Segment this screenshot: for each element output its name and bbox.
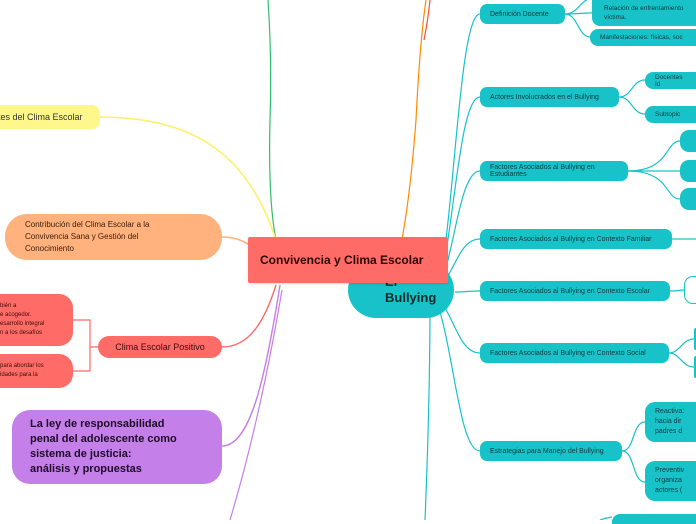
el-bullying-line2: Bullying xyxy=(385,290,437,305)
leaf-social-2[interactable] xyxy=(694,356,696,378)
node-clima-positivo[interactable]: Clima Escolar Positivo xyxy=(98,336,222,358)
node-ley-responsabilidad[interactable]: La ley de responsabilidad penal del adol… xyxy=(12,410,222,484)
leaf1-line1: bién a xyxy=(0,303,17,309)
leaf-relacion-line1: Relación de enfrentamiento xyxy=(604,5,684,12)
ley-line2: penal del adolescente como xyxy=(30,433,177,445)
node-clima-escolar-yellow-label: tes del Clima Escolar xyxy=(0,112,83,122)
connector-b0-top xyxy=(564,0,588,15)
leaf-reactiva-line2: hacia dir xyxy=(655,418,682,425)
node-positivo-leaf2[interactable]: para abordar los idades para la xyxy=(0,354,73,388)
connector-positivo-leaf1 xyxy=(73,319,98,348)
leaf-manifestaciones-label: Manifestaciones: físicas, soc xyxy=(600,34,683,41)
leaf-social-1[interactable] xyxy=(694,328,696,350)
connector-b6-reactiva xyxy=(621,421,646,452)
node-contribucion-line2: Convivencia Sana y Gestión del xyxy=(25,232,139,241)
branch-bottom-partial[interactable] xyxy=(612,514,696,524)
connector-b2-l1 xyxy=(627,140,681,172)
ley-line1: La ley de responsabilidad xyxy=(30,418,165,430)
leaf1-line3: esarrollo integral xyxy=(0,321,45,327)
leaf-estudiantes-2[interactable] xyxy=(680,160,696,182)
connector-b4-l1 xyxy=(669,289,685,292)
connector-purple xyxy=(221,284,281,447)
branch-actores-label: Actores Involucrados en el Bullying xyxy=(490,93,599,101)
leaf-preventiva-line2: organiza xyxy=(655,477,682,484)
leaf-relacion[interactable]: Relación de enfrentamiento víctima. xyxy=(592,0,696,26)
branch-factores-escolar-label: Factores Asociados al Bullying en Contex… xyxy=(490,287,650,295)
leaf1-line4: n a los desafíos xyxy=(0,330,43,336)
connector-teal-trunk xyxy=(424,299,431,520)
branch-estrategias[interactable]: Estrategias para Manejo del Bullying xyxy=(480,441,622,461)
connector-purple-bottom xyxy=(229,289,283,520)
branch-factores-familiar[interactable]: Factores Asociados al Bullying en Contex… xyxy=(480,229,672,249)
leaf-reactiva[interactable]: Reactiva: hacia dir padres d xyxy=(645,402,696,442)
branch-factores-estudiantes-label: Factores Asociados al Bullying en Estudi… xyxy=(490,164,595,178)
connector-b6-preventiva xyxy=(621,450,646,483)
ley-line3: sistema de justicia: xyxy=(30,448,132,460)
branch-definicion-docente-label: Definición Docente xyxy=(490,10,549,18)
leaf2-line1: para abordar los xyxy=(0,363,44,369)
node-convivencia-central[interactable]: Convivencia y Clima Escolar xyxy=(248,237,448,283)
branch-factores-familiar-label: Factores Asociados al Bullying en Contex… xyxy=(490,235,652,243)
leaf-reactiva-line1: Reactiva: xyxy=(655,408,685,415)
node-contribucion-line3: Conocimiento xyxy=(25,244,74,253)
leaf-estudiantes-3[interactable] xyxy=(680,188,696,210)
connector-green-top xyxy=(267,0,277,241)
node-clima-escolar-yellow[interactable]: tes del Clima Escolar xyxy=(0,105,100,129)
connector-b1-docentes xyxy=(618,79,646,98)
leaf-docentes[interactable]: Docentes Id xyxy=(645,72,696,89)
ley-line4: análisis y propuestas xyxy=(30,463,142,475)
branch-factores-escolar[interactable]: Factores Asociados al Bullying en Contex… xyxy=(480,281,670,301)
connector-orange-top-2 xyxy=(423,0,431,41)
node-contribucion[interactable]: Contribución del Clima Escolar a la Conv… xyxy=(5,214,222,260)
leaf-subtopic[interactable]: Subtopic xyxy=(645,106,696,123)
connector-b0-manif xyxy=(564,13,591,38)
leaf-manifestaciones[interactable]: Manifestaciones: físicas, soc xyxy=(590,29,696,46)
connector-positivo-leaf2 xyxy=(73,347,91,372)
leaf-relacion-line2: víctima. xyxy=(604,14,627,21)
branch-factores-estudiantes[interactable]: Factores Asociados al Bullying en Estudi… xyxy=(480,161,628,181)
leaf-docentes-label: Docentes Id xyxy=(655,73,683,88)
leaf-preventiva[interactable]: Preventiv organiza actores ( xyxy=(645,461,696,501)
leaf-escolar-1[interactable] xyxy=(684,276,696,304)
leaf1-line2: e acogedor. xyxy=(0,312,32,318)
node-positivo-leaf1[interactable]: bién a e acogedor. esarrollo integral n … xyxy=(0,294,73,346)
branch-actores[interactable]: Actores Involucrados en el Bullying xyxy=(480,87,619,107)
connector-salmon xyxy=(221,284,277,348)
node-clima-positivo-label: Clima Escolar Positivo xyxy=(115,342,205,352)
leaf-preventiva-line1: Preventiv xyxy=(655,467,685,474)
leaf-estudiantes-1[interactable] xyxy=(680,130,696,152)
leaf-reactiva-line3: padres d xyxy=(655,428,683,435)
connector-yellow xyxy=(99,116,277,241)
connector-orange-top xyxy=(399,0,427,251)
connector-b5-l2 xyxy=(668,352,695,368)
connector-b5-l1 xyxy=(668,338,695,354)
branch-estrategias-label: Estrategias para Manejo del Bullying xyxy=(490,447,604,455)
connector-b4 xyxy=(454,290,481,293)
central-title: Convivencia y Clima Escolar xyxy=(260,253,424,267)
node-contribucion-line1: Contribución del Clima Escolar a la xyxy=(25,220,150,229)
leaf-preventiva-line3: actores ( xyxy=(655,487,683,494)
branch-definicion-docente[interactable]: Definición Docente xyxy=(480,4,565,24)
leaf-subtopic-label: Subtopic xyxy=(655,111,681,118)
leaf2-line2: idades para la xyxy=(0,372,38,378)
connector-b1-subtopic xyxy=(618,96,646,115)
connector-b6 xyxy=(437,304,481,452)
connector-b2-l3 xyxy=(627,170,681,200)
branch-factores-social[interactable]: Factores Asociados al Bullying en Contex… xyxy=(480,343,669,363)
branch-factores-social-label: Factores Asociados al Bullying en Contex… xyxy=(490,349,646,357)
